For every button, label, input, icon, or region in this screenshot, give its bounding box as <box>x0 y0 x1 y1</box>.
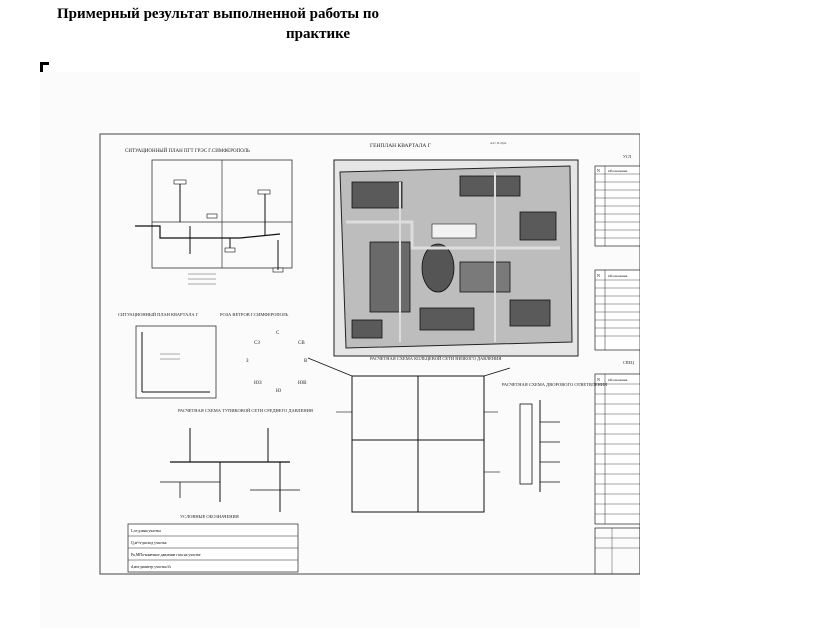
legend-row-3: Pк,МПа-конечное давление газа на участке <box>131 553 201 558</box>
svg-text:ЮВ: ЮВ <box>298 381 307 386</box>
svg-text:Обозначение: Обозначение <box>608 378 628 382</box>
drawing-sheet: СИТУАЦИОННЫЙ ПЛАН ПГТ ГРЭС Г.СИМФЕРОПОЛЬ… <box>40 72 641 628</box>
svg-text:З: З <box>246 359 249 364</box>
svg-text:В: В <box>304 359 308 364</box>
legend-title: УСЛОВНЫЕ ОБОЗНАЧЕНИЯ <box>180 514 239 519</box>
wind-rose-title: РОЗА ВЕТРОВ Г.СИМФЕРОПОЛЬ <box>220 312 289 317</box>
svg-text:N: N <box>597 377 600 382</box>
dead-end-network-title: РАСЧЕТНАЯ СХЕМА ТУПИКОВОЙ СЕТИ СРЕДНЕГО … <box>178 408 313 413</box>
ring-network-title: РАСЧЕТНАЯ СХЕМА КОЛЬЦЕВОЙ СЕТИ НИЗКОГО Д… <box>370 356 501 361</box>
legend-table: L,м-длина участка Q,м³/ч-расход участка … <box>127 523 299 573</box>
svg-text:Ю: Ю <box>276 389 281 394</box>
symbols-table-3: N Обозначение <box>594 373 641 525</box>
svg-text:СВ: СВ <box>298 341 305 346</box>
svg-text:С: С <box>276 331 280 336</box>
title-line-2: практике <box>285 26 351 42</box>
title-line-1: Примерный результат выполненной работы п… <box>56 6 380 22</box>
legend-row-1: L,м-длина участка <box>131 529 161 534</box>
svg-text:N: N <box>597 273 600 278</box>
block-plan-title: СИТУАЦИОННЫЙ ПЛАН КВАРТАЛА Г <box>118 312 199 317</box>
symbols-table-1: N Обозначение <box>594 165 641 247</box>
svg-text:Обозначение: Обозначение <box>608 274 628 278</box>
page-title: Примерный результат выполненной работы п… <box>28 4 408 44</box>
svg-text:СЗ: СЗ <box>254 341 260 346</box>
yard-branch-diagram <box>519 400 560 492</box>
ring-network-diagram <box>307 357 511 513</box>
yard-branch-title: РАСЧЕТНАЯ СХЕМА ДВОРОВОГО ОТВЕТВЛЕНИЯ <box>502 382 607 387</box>
wind-rose: С СВ СЗ З В ЮЗ ЮВ Ю <box>246 331 308 394</box>
side-label-1: УСЛ <box>623 154 631 159</box>
svg-text:ЮЗ: ЮЗ <box>254 381 262 386</box>
block-plan-frame <box>135 325 217 399</box>
situational-plan-title: СИТУАЦИОННЫЙ ПЛАН ПГТ ГРЭС Г.СИМФЕРОПОЛЬ <box>125 148 250 154</box>
svg-text:N: N <box>597 168 600 173</box>
side-label-2: СПЕЦ <box>623 360 634 365</box>
svg-text:Обозначение: Обозначение <box>608 169 628 173</box>
scale-note: Алт П.Лрм <box>490 141 507 145</box>
symbols-table-2: N Обозначение <box>594 269 641 351</box>
legend-row-4: d,мм-диаметр участка l/s <box>131 565 172 570</box>
legend-row-2: Q,м³/ч-расход участка <box>131 541 167 546</box>
master-plan-title: ГЕНПЛАН КВАРТАЛА Г <box>370 143 431 149</box>
dead-end-network-diagram <box>160 428 300 512</box>
drawing-svg: СИТУАЦИОННЫЙ ПЛАН ПГТ ГРЭС Г.СИМФЕРОПОЛЬ… <box>40 72 641 628</box>
